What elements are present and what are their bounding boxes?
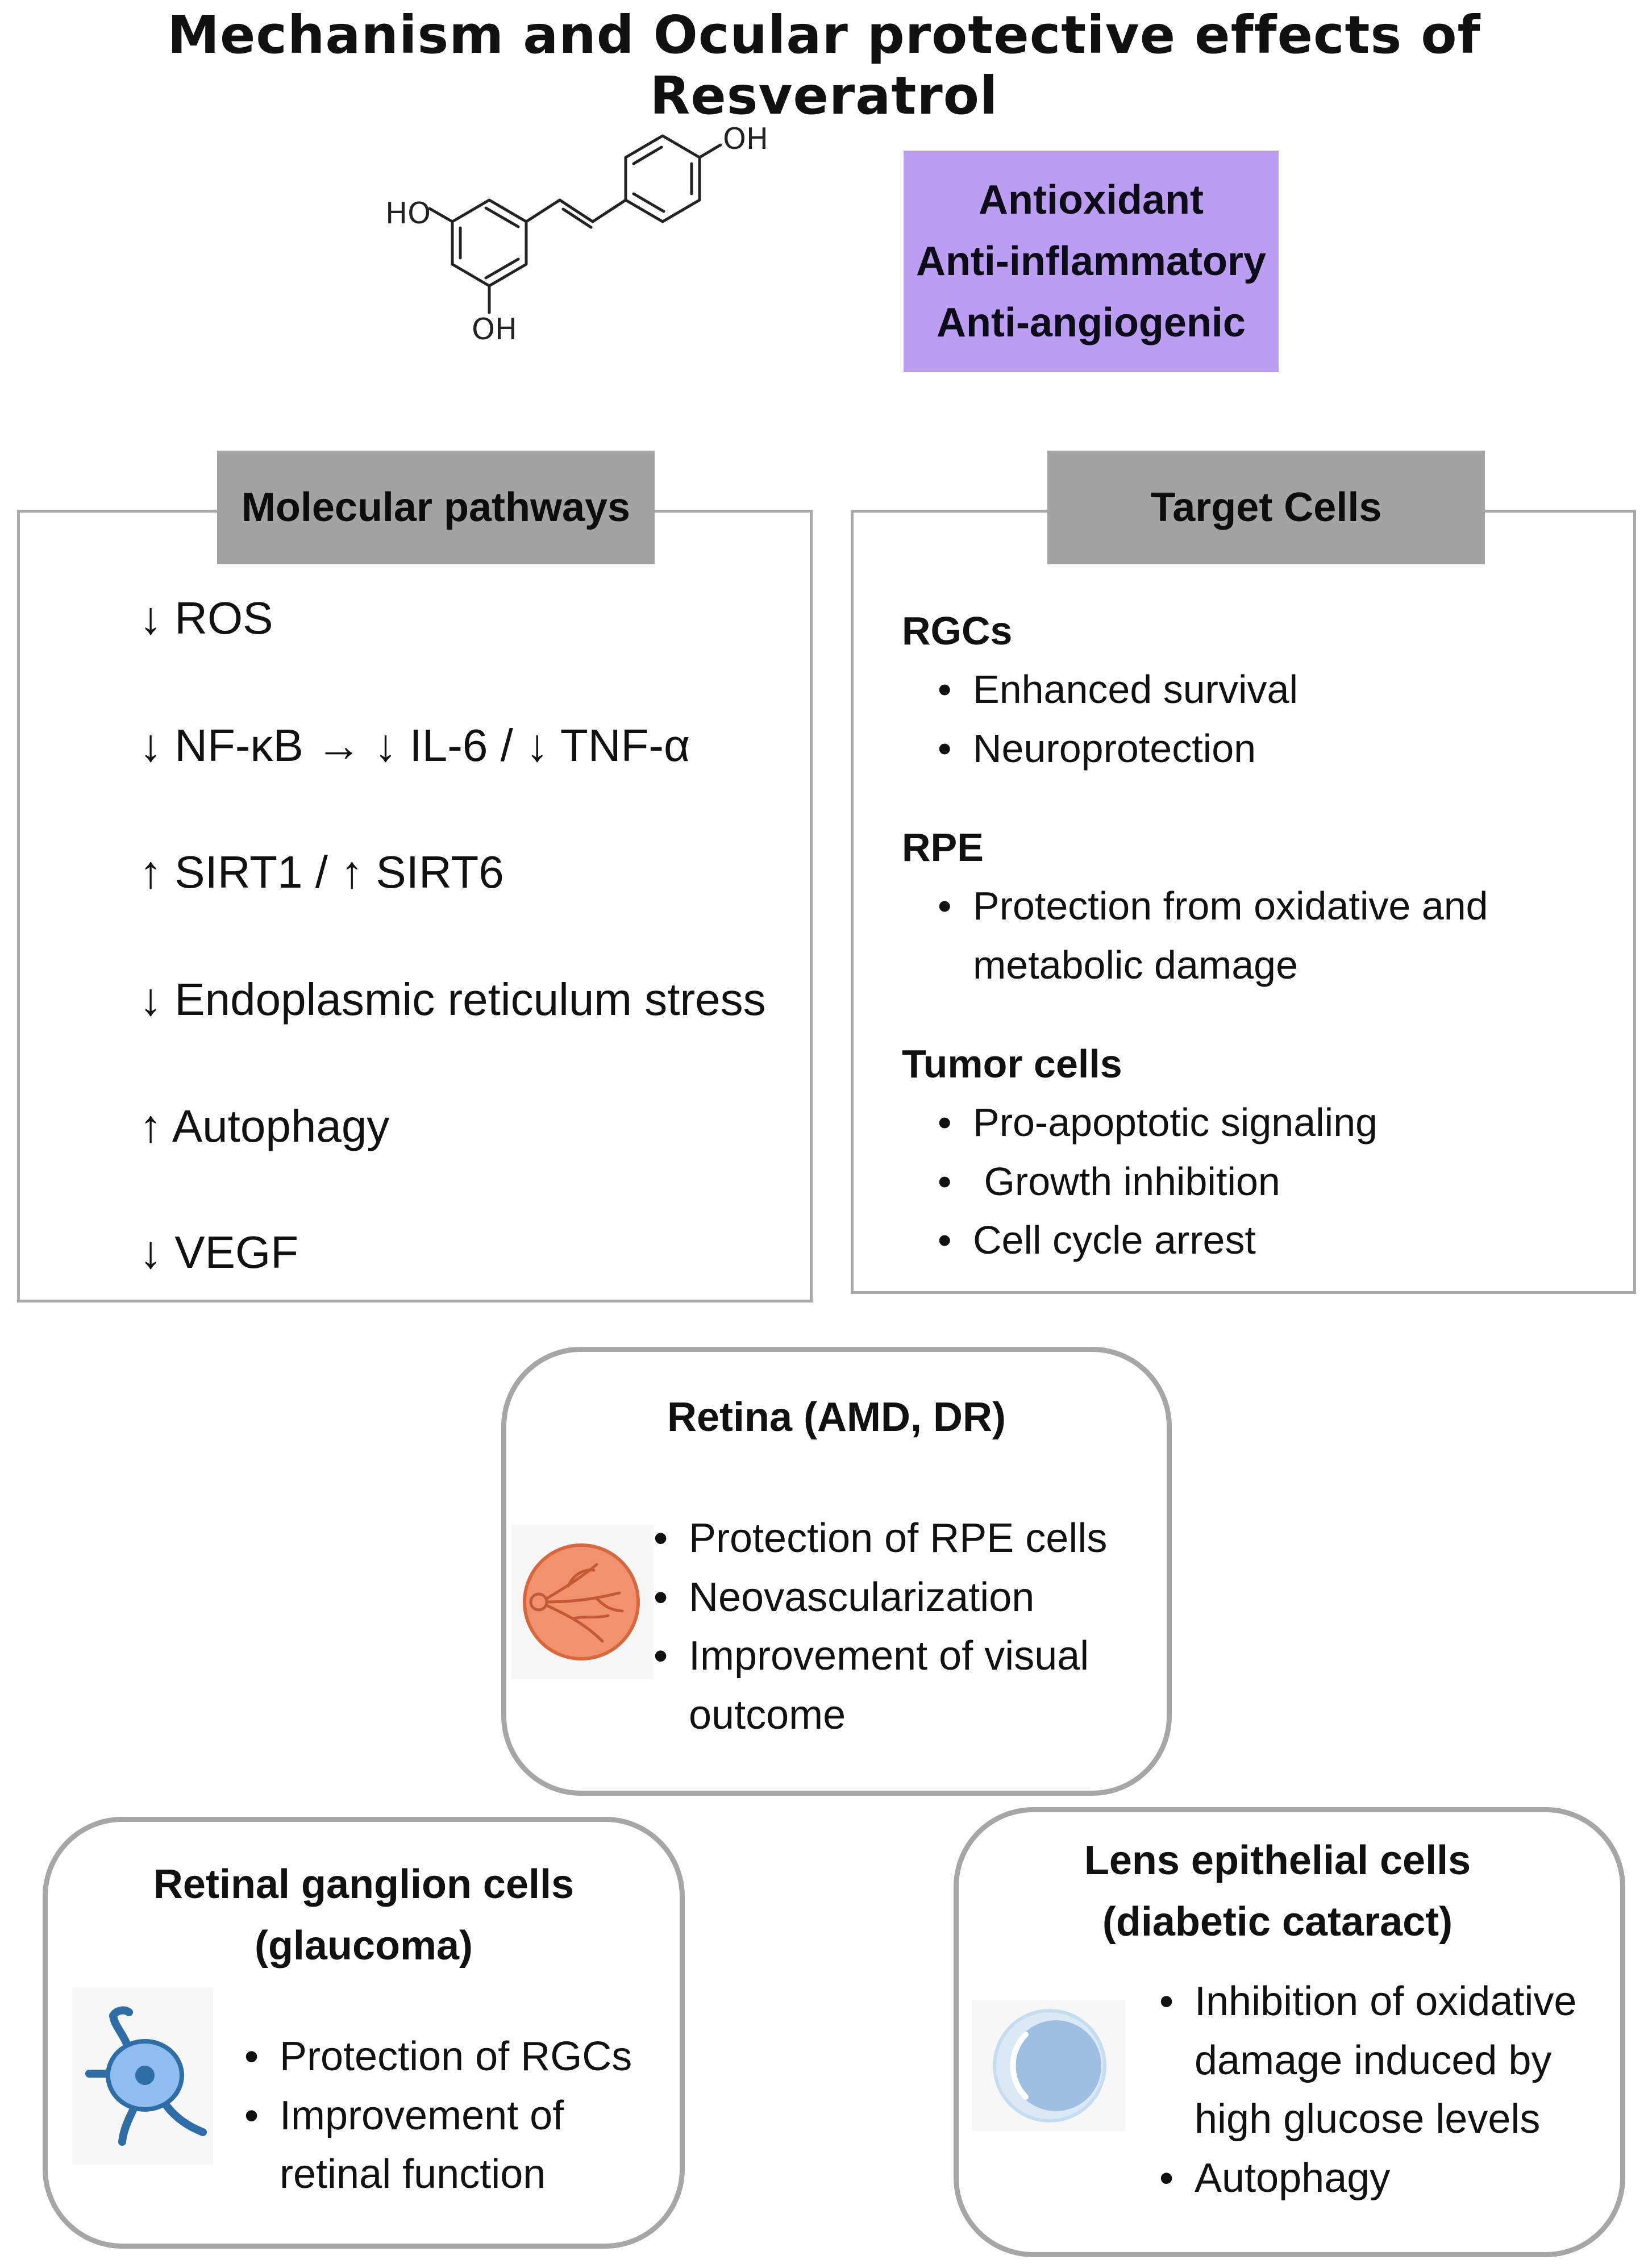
rgc-bullet-continuation: retinal function: [280, 2152, 546, 2197]
lens-bullet-continuation: damage induced by: [1195, 2038, 1552, 2083]
target-bullet: •Neuroprotection: [938, 726, 1256, 771]
lens-bullet-continuation: high glucose levels: [1195, 2096, 1541, 2142]
property-label: Anti-angiogenic: [937, 300, 1246, 346]
lens-bullet: •Inhibition of oxidative: [1159, 1979, 1577, 2024]
target-bullet: •Enhanced survival: [938, 667, 1298, 711]
ho-label-left: HO: [385, 197, 431, 231]
retina-bullet: •Protection of RPE cells: [654, 1516, 1108, 1561]
retina-bullet: •Improvement of visual: [654, 1633, 1089, 1679]
pathway-item: ↓ ROS: [139, 593, 273, 643]
pathway-item: ↓ Endoplasmic reticulum stress: [139, 974, 766, 1025]
target-bullet-continuation: metabolic damage: [973, 943, 1298, 987]
properties-box: Antioxidant Anti-inflammatory Anti-angio…: [904, 151, 1279, 372]
rgc-icon-tile: [72, 1987, 213, 2165]
lens-icon: [993, 2009, 1106, 2123]
target-bullet: •Pro-apoptotic signaling: [938, 1100, 1378, 1145]
property-label: Antioxidant: [979, 177, 1204, 223]
target-bullet: •Cell cycle arrest: [938, 1218, 1256, 1262]
property-label: Anti-inflammatory: [915, 239, 1267, 284]
page-title: Mechanism and Ocular protective effects …: [167, 5, 1481, 126]
target-cells-header: Target Cells: [1047, 451, 1485, 564]
pathway-item: ↓ VEGF: [139, 1227, 299, 1277]
oh-label-top: OH: [723, 122, 768, 156]
retina-title: Retina (AMD, DR): [667, 1395, 1006, 1440]
molecular-pathways-panel: [17, 510, 813, 1302]
target-group-title: RGCs: [902, 609, 1013, 653]
target-group-title: Tumor cells: [902, 1042, 1122, 1086]
retina-bullet-continuation: outcome: [689, 1692, 846, 1738]
resveratrol-structure: OH HO OH: [385, 122, 768, 347]
molecular-pathways-header: Molecular pathways: [217, 451, 655, 564]
retina-icon: [523, 1543, 640, 1661]
target-bullet: • Growth inhibition: [938, 1159, 1280, 1204]
rgc-bullet: •Improvement of: [244, 2093, 564, 2138]
retina-icon-tile: [511, 1525, 654, 1679]
pathway-item: ↑ Autophagy: [139, 1101, 390, 1151]
rgc-bullet: •Protection of RGCs: [244, 2034, 632, 2079]
retina-bullet: •Neovascularization: [654, 1575, 1035, 1620]
lens-title: Lens epithelial cells (diabetic cataract…: [1084, 1838, 1471, 1945]
pathway-item: ↑ SIRT1 / ↑ SIRT6: [139, 847, 504, 897]
target-group-title: RPE: [902, 825, 984, 869]
lens-bullet: •Autophagy: [1159, 2155, 1391, 2201]
rgc-title: Retinal ganglion cells (glaucoma): [153, 1862, 575, 1969]
target-bullet: •Protection from oxidative and: [938, 884, 1488, 928]
ganglion-cell-icon: [85, 2006, 207, 2146]
oh-label-bottom: OH: [472, 313, 517, 347]
pathway-item: ↓ NF-κB → ↓ IL-6 / ↓ TNF-α: [139, 720, 690, 771]
lens-icon-tile: [972, 2000, 1125, 2131]
